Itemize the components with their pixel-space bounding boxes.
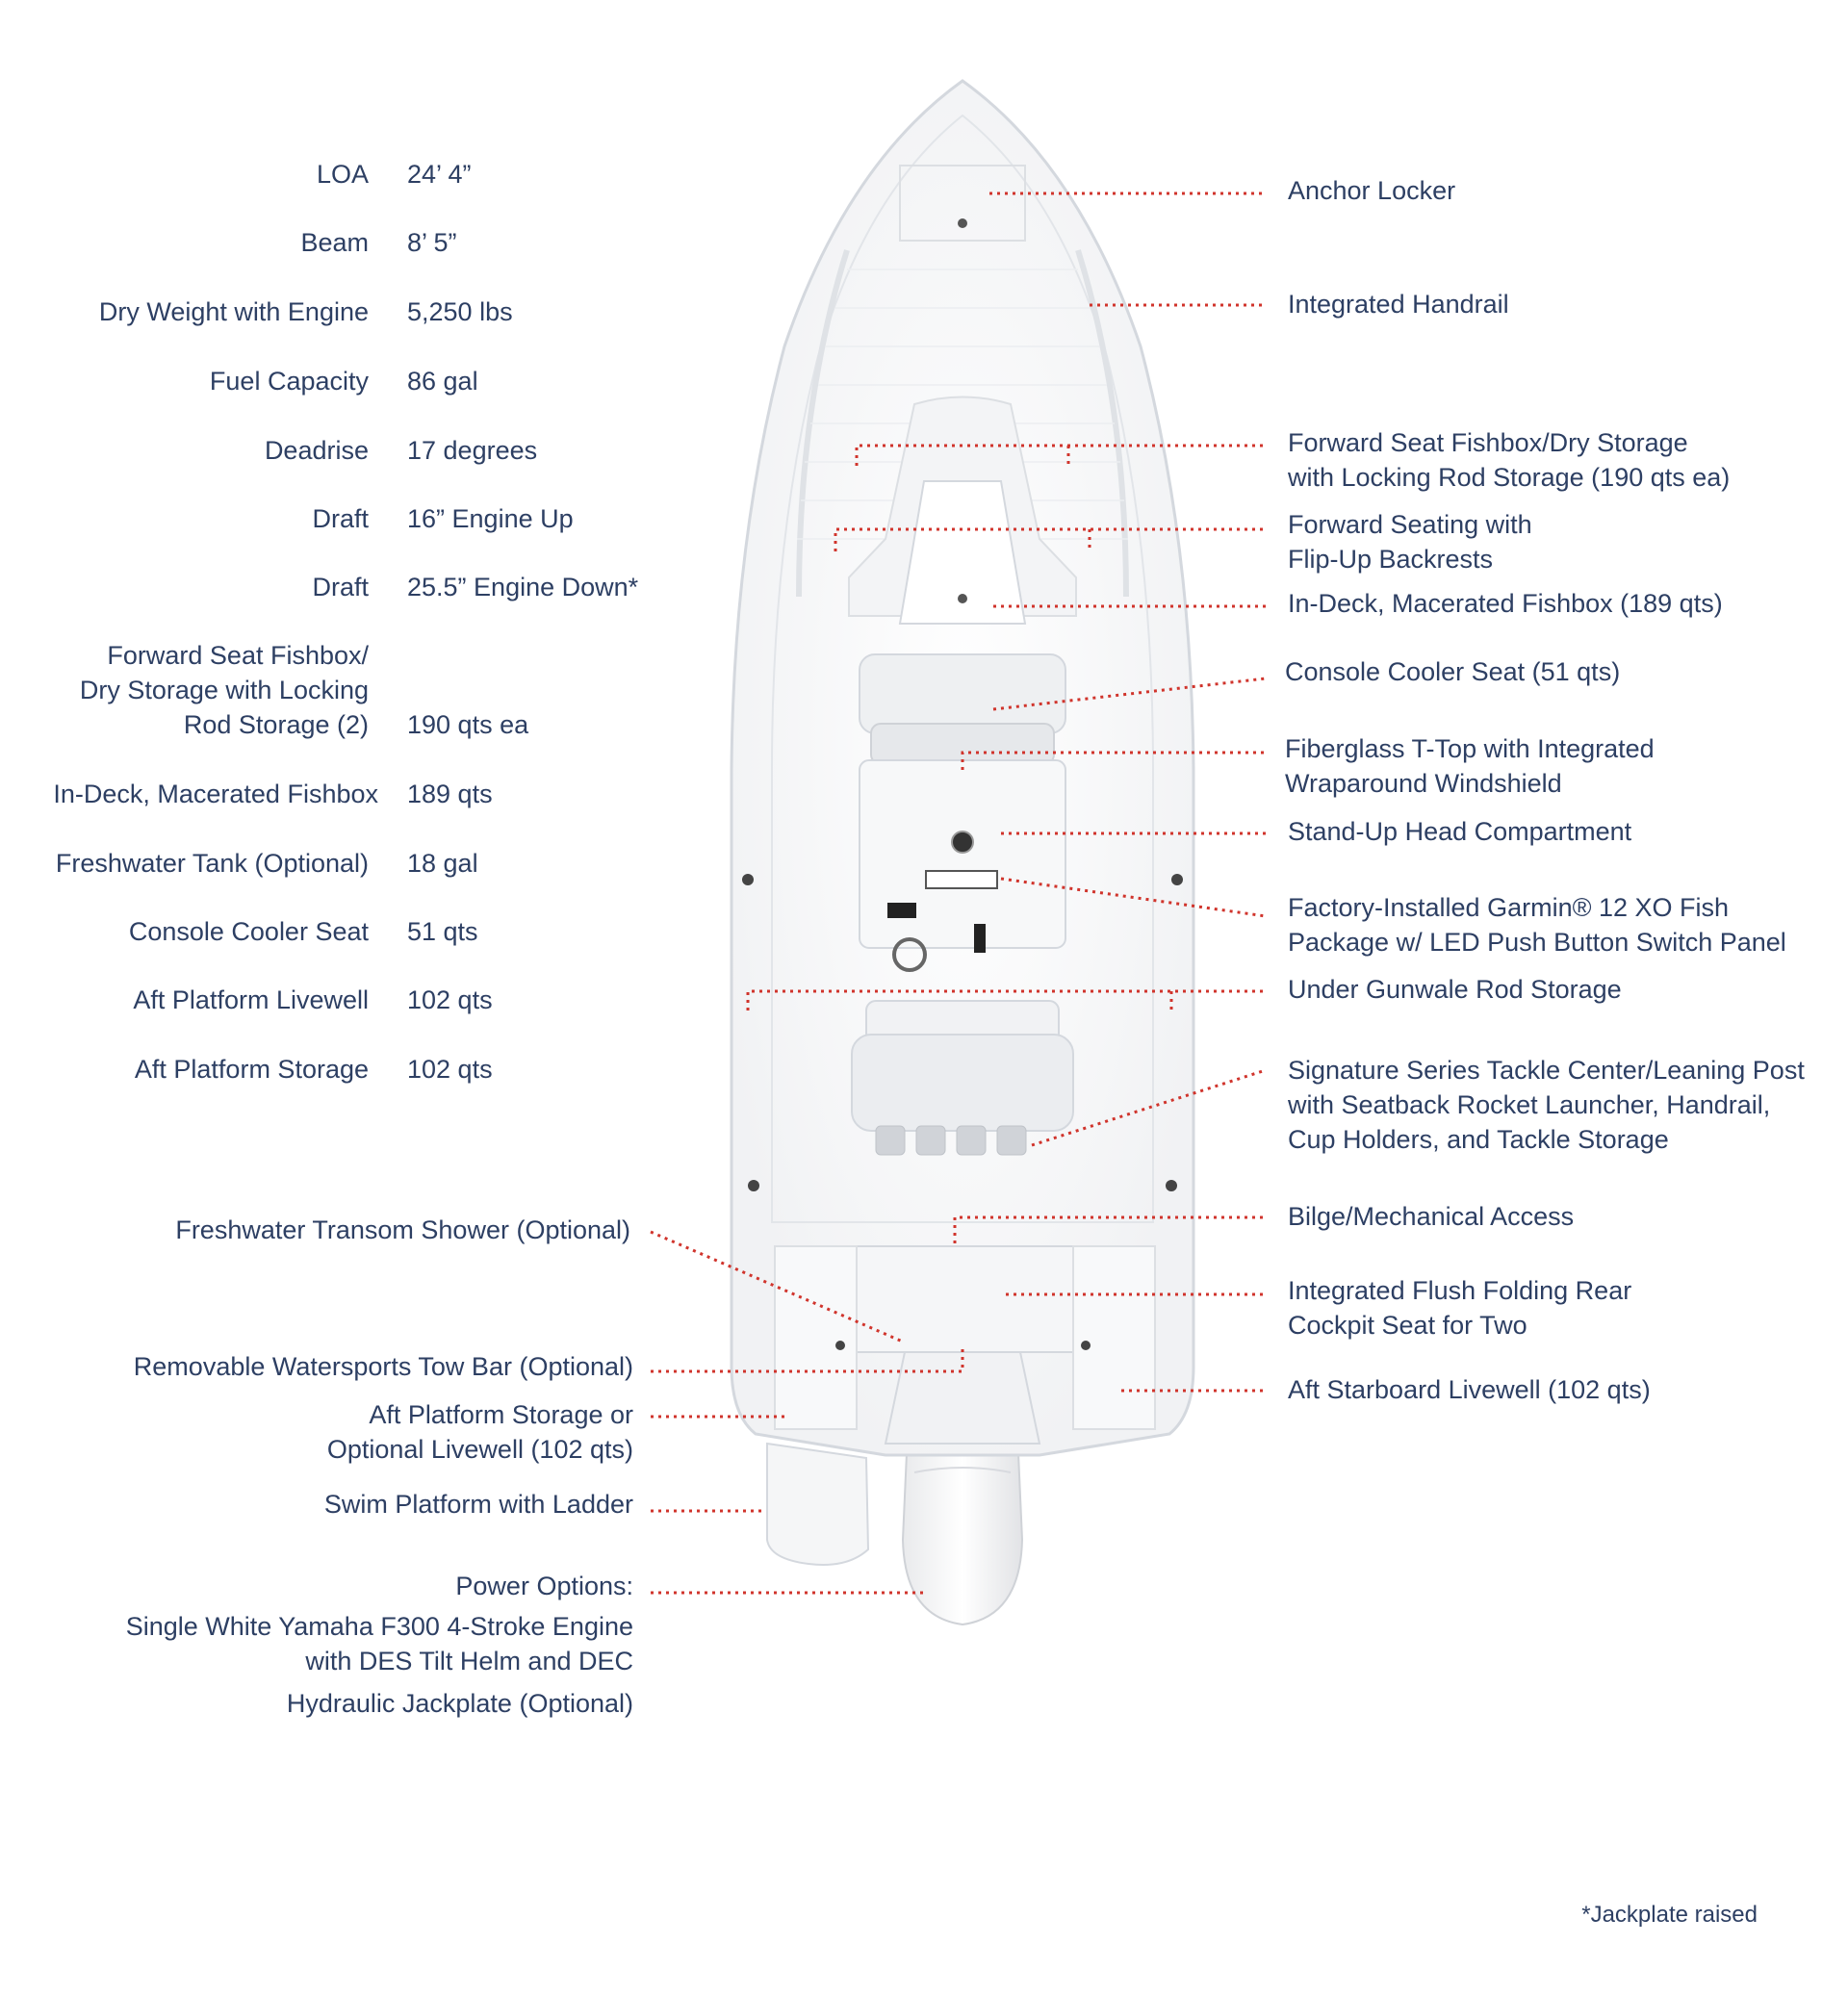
callout-tackle-center: Signature Series Tackle Center/Leaning P… bbox=[1288, 1053, 1805, 1157]
t-top-windshield bbox=[870, 723, 1055, 765]
callout-line: with DES Tilt Helm and DEC bbox=[305, 1647, 633, 1675]
callout-line: Cup Holders, and Tackle Storage bbox=[1288, 1125, 1669, 1154]
switch-panel bbox=[887, 903, 916, 918]
motor-well bbox=[884, 1351, 1041, 1445]
callout-line: Factory-Installed Garmin® 12 XO Fish bbox=[1288, 893, 1730, 922]
spec-value-draft-down: 25.5” Engine Down* bbox=[407, 573, 639, 601]
callout-forward-seating: Forward Seating with Flip-Up Backrests bbox=[1288, 507, 1532, 576]
spec-label-deadrise: Deadrise bbox=[264, 436, 369, 465]
callout-line: Signature Series Tackle Center/Leaning P… bbox=[1288, 1056, 1805, 1085]
callout-t-top: Fiberglass T-Top with Integrated Wraparo… bbox=[1285, 731, 1655, 801]
spec-value-dry-weight: 5,250 lbs bbox=[407, 297, 513, 326]
callout-rear-cockpit-seat: Integrated Flush Folding Rear Cockpit Se… bbox=[1288, 1273, 1631, 1343]
fishbox-hatch bbox=[898, 480, 1027, 625]
callout-garmin-package: Factory-Installed Garmin® 12 XO Fish Pac… bbox=[1288, 890, 1786, 959]
handrail-port bbox=[796, 249, 850, 598]
callout-line: Single White Yamaha F300 4-Stroke Engine bbox=[125, 1612, 633, 1641]
center-console bbox=[859, 759, 1066, 949]
starboard-aft-livewell bbox=[1072, 1245, 1156, 1430]
callout-in-deck-fishbox: In-Deck, Macerated Fishbox (189 qts) bbox=[1288, 589, 1723, 618]
head-compartment-hatch bbox=[951, 831, 974, 854]
spec-value-beam: 8’ 5” bbox=[407, 228, 457, 257]
callout-head-compartment: Stand-Up Head Compartment bbox=[1288, 817, 1632, 846]
spec-value-console-cooler: 51 qts bbox=[407, 917, 478, 946]
callout-swim-platform: Swim Platform with Ladder bbox=[323, 1490, 633, 1519]
steering-wheel bbox=[892, 937, 927, 972]
spec-value-in-deck-fishbox: 189 qts bbox=[407, 780, 493, 808]
callout-forward-seat-fishbox: Forward Seat Fishbox/Dry Storage with Lo… bbox=[1288, 425, 1730, 495]
callout-line: with Seatback Rocket Launcher, Handrail, bbox=[1288, 1090, 1771, 1119]
callout-line: Aft Platform Storage or bbox=[369, 1400, 633, 1429]
spec-label-forward-seat-fishbox: Forward Seat Fishbox/ Dry Storage with L… bbox=[80, 638, 369, 742]
callout-line: Package w/ LED Push Button Switch Panel bbox=[1288, 928, 1786, 957]
callout-console-cooler-seat: Console Cooler Seat (51 qts) bbox=[1285, 657, 1621, 686]
spec-label-fuel: Fuel Capacity bbox=[209, 367, 369, 396]
spec-label-line: Dry Storage with Locking bbox=[79, 676, 369, 704]
callout-anchor-locker: Anchor Locker bbox=[1288, 176, 1456, 205]
spec-label-line: Rod Storage (2) bbox=[183, 710, 369, 739]
callout-transom-shower: Freshwater Transom Shower (Optional) bbox=[175, 1215, 630, 1244]
callout-yamaha-engine: Single White Yamaha F300 4-Stroke Engine… bbox=[126, 1609, 633, 1678]
gunwale-inner bbox=[771, 114, 1154, 1223]
spec-label-freshwater-tank: Freshwater Tank (Optional) bbox=[55, 849, 369, 878]
spec-value-fuel: 86 gal bbox=[407, 367, 478, 396]
callout-line: Forward Seat Fishbox/Dry Storage bbox=[1288, 428, 1688, 457]
spec-value-draft-up: 16” Engine Up bbox=[407, 504, 574, 533]
anchor-locker-hatch bbox=[899, 165, 1026, 242]
spec-label-loa: LOA bbox=[316, 160, 369, 189]
callout-under-gunwale-rod-storage: Under Gunwale Rod Storage bbox=[1288, 975, 1622, 1004]
spec-label-aft-storage: Aft Platform Storage bbox=[134, 1055, 369, 1084]
spec-value-freshwater-tank: 18 gal bbox=[407, 849, 478, 878]
rear-cockpit-seat bbox=[856, 1245, 1074, 1353]
spec-label-beam: Beam bbox=[300, 228, 369, 257]
spec-value-forward-seat-fishbox: 190 qts ea bbox=[407, 710, 529, 739]
leader-lines bbox=[746, 192, 1267, 1393]
callout-line: Flip-Up Backrests bbox=[1288, 545, 1494, 574]
callout-tow-bar: Removable Watersports Tow Bar (Optional) bbox=[133, 1352, 633, 1381]
outboard-engine bbox=[901, 1445, 1024, 1626]
callout-line: with Locking Rod Storage (190 qts ea) bbox=[1288, 463, 1731, 492]
callout-line: Integrated Flush Folding Rear bbox=[1288, 1276, 1632, 1305]
callout-bilge-access: Bilge/Mechanical Access bbox=[1288, 1202, 1575, 1231]
callout-aft-platform-storage: Aft Platform Storage or Optional Livewel… bbox=[327, 1397, 633, 1467]
console-cooler-seat bbox=[859, 653, 1066, 734]
spec-label-dry-weight: Dry Weight with Engine bbox=[98, 297, 369, 326]
port-aft-livewell bbox=[774, 1245, 858, 1430]
callout-line: Optional Livewell (102 qts) bbox=[326, 1435, 633, 1464]
spec-label-console-cooler: Console Cooler Seat bbox=[128, 917, 369, 946]
callout-power-options: Power Options: bbox=[455, 1572, 633, 1600]
footnote: *Jackplate raised bbox=[1581, 1902, 1758, 1928]
spec-label-draft-down: Draft bbox=[312, 573, 369, 601]
callout-integrated-handrail: Integrated Handrail bbox=[1288, 290, 1509, 319]
callout-line: Wraparound Windshield bbox=[1285, 769, 1562, 798]
spec-value-aft-livewell: 102 qts bbox=[407, 985, 493, 1014]
spec-label-draft-up: Draft bbox=[312, 504, 369, 533]
garmin-display bbox=[925, 870, 998, 889]
spec-label-aft-livewell: Aft Platform Livewell bbox=[133, 985, 369, 1014]
spec-value-deadrise: 17 degrees bbox=[407, 436, 538, 465]
spec-value-aft-storage: 102 qts bbox=[407, 1055, 493, 1084]
leaning-post-seat bbox=[851, 1034, 1074, 1132]
handrail-starboard bbox=[1075, 249, 1129, 598]
callout-aft-starboard-livewell: Aft Starboard Livewell (102 qts) bbox=[1288, 1375, 1651, 1404]
spec-label-in-deck-fishbox: In-Deck, Macerated Fishbox bbox=[53, 780, 378, 808]
callout-line: Forward Seating with bbox=[1288, 510, 1532, 539]
callout-line: Fiberglass T-Top with Integrated bbox=[1285, 734, 1655, 763]
callout-hydraulic-jackplate: Hydraulic Jackplate (Optional) bbox=[286, 1689, 633, 1718]
callout-line: Cockpit Seat for Two bbox=[1288, 1311, 1527, 1340]
spec-value-loa: 24’ 4” bbox=[407, 160, 472, 189]
spec-label-line: Forward Seat Fishbox/ bbox=[107, 641, 369, 670]
swim-platform-port bbox=[766, 1442, 870, 1566]
